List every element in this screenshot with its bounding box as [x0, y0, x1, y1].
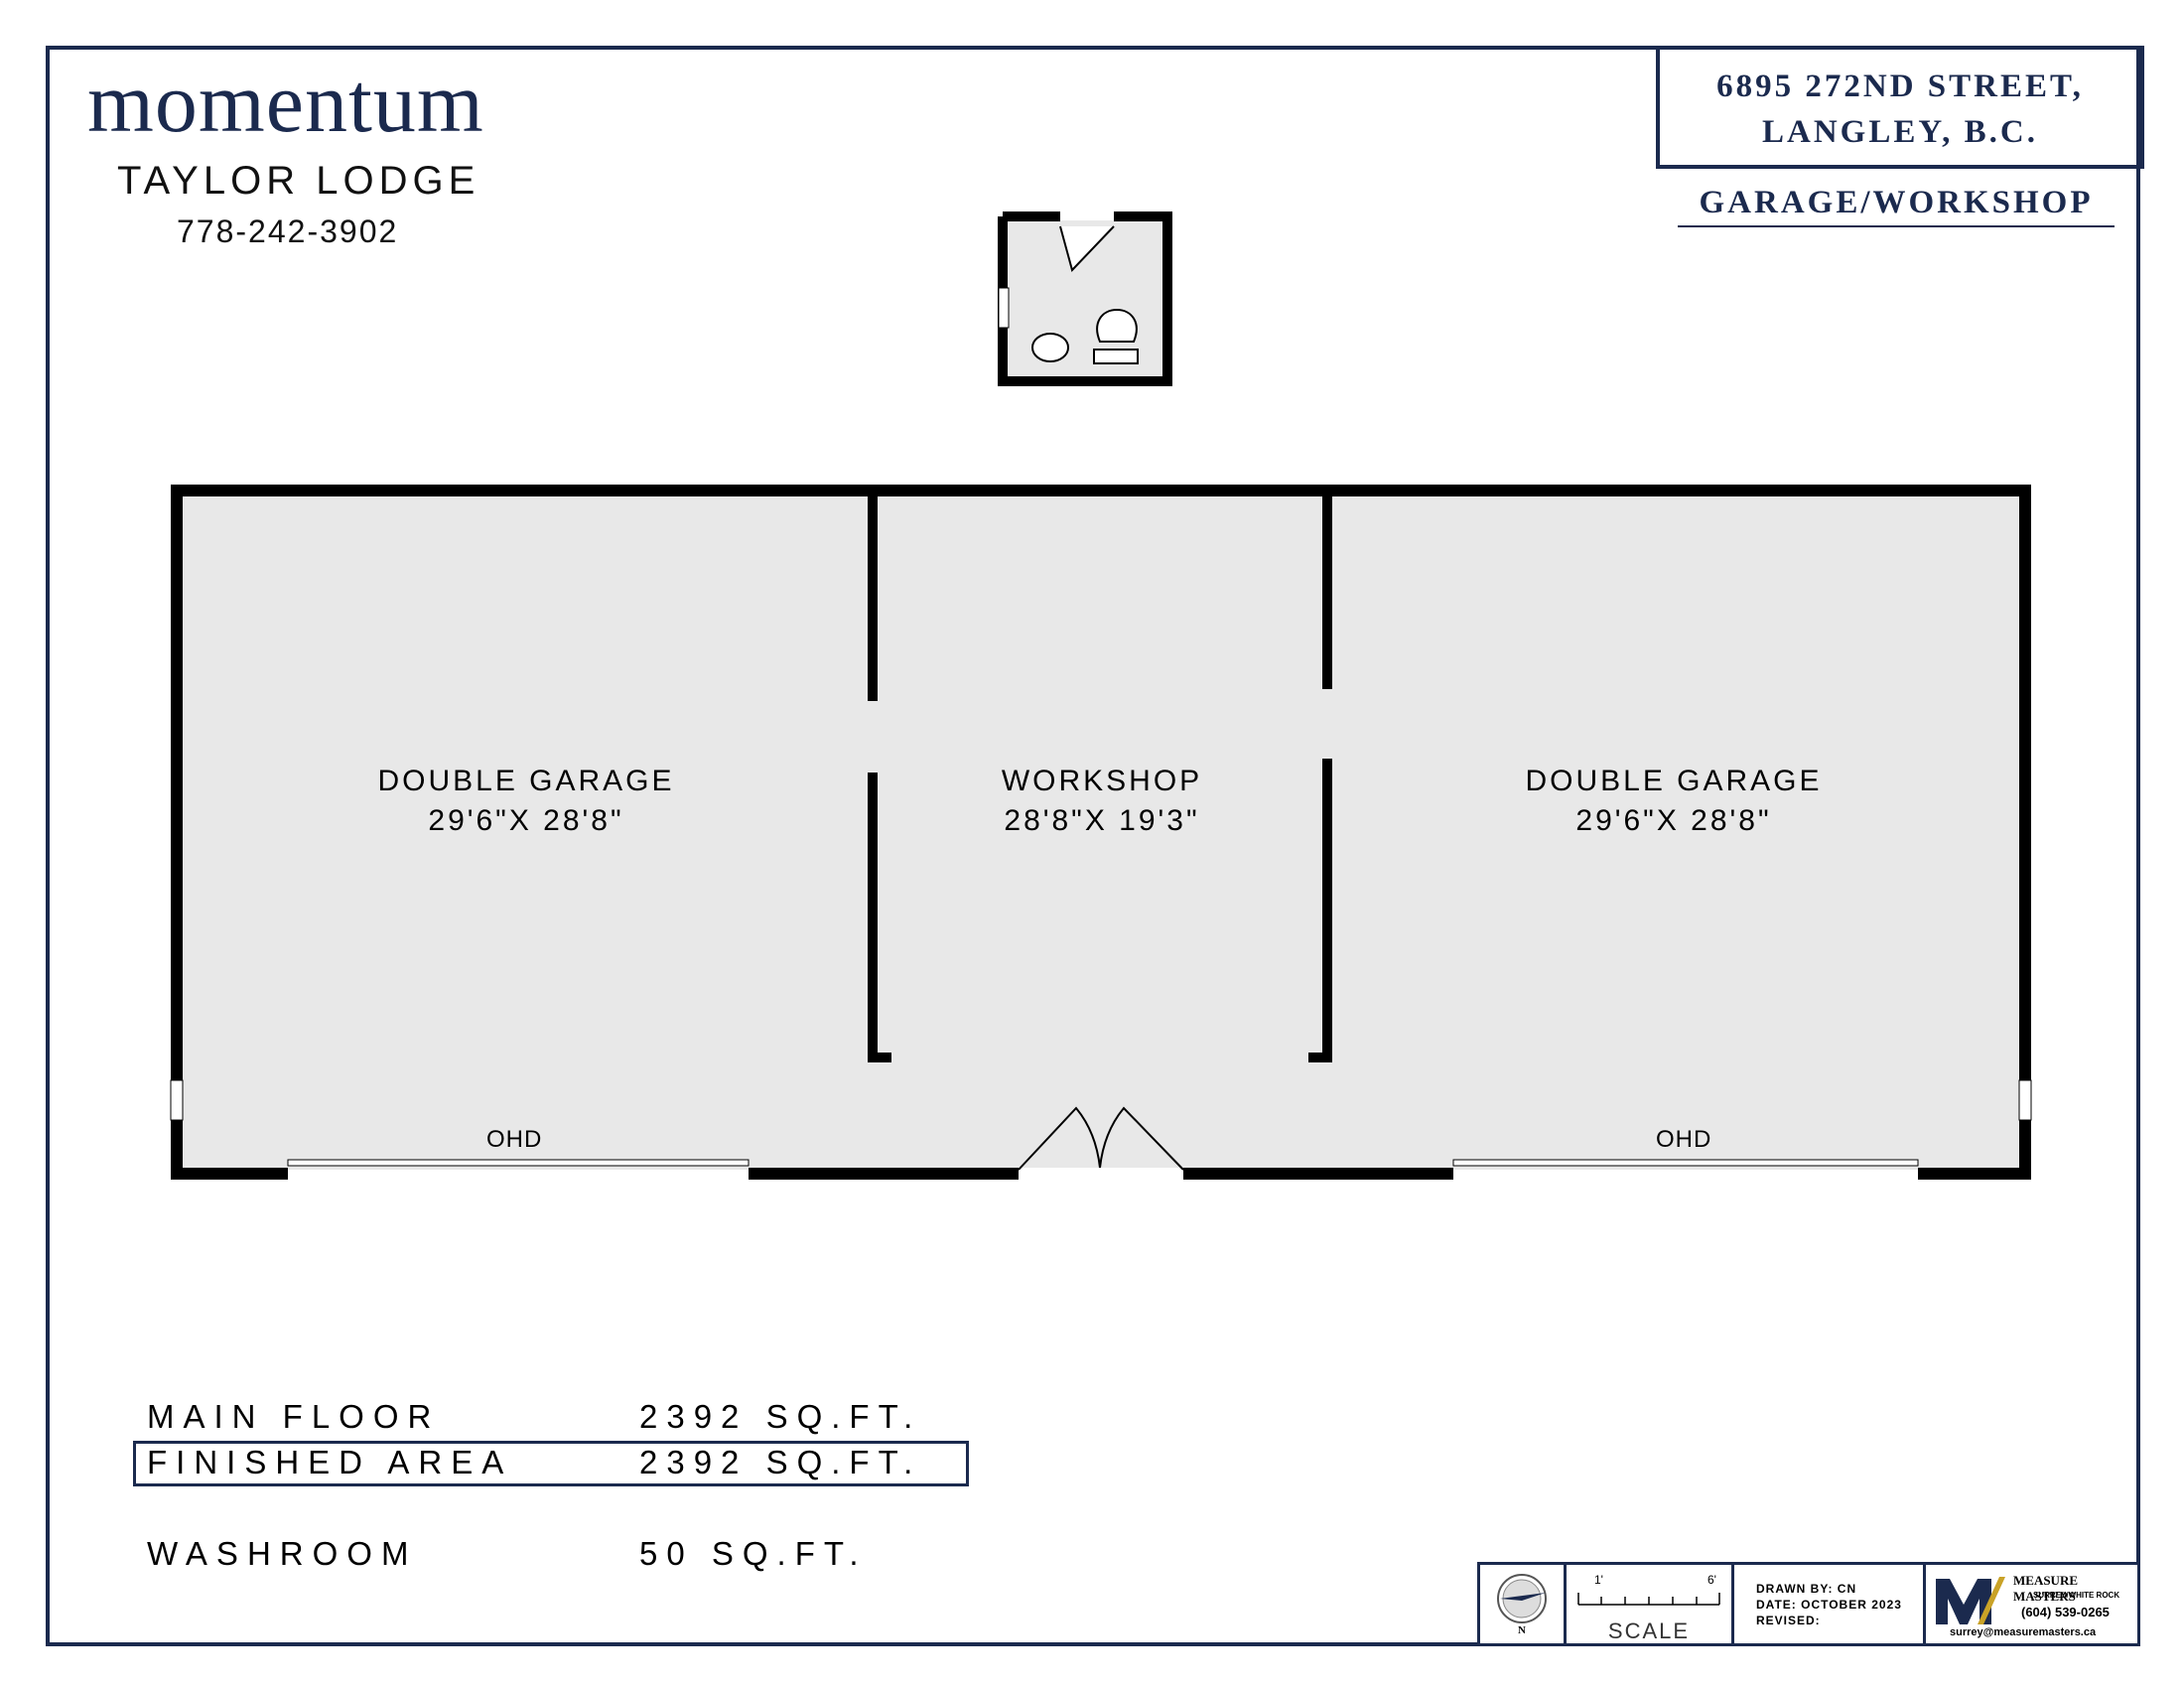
area-value: 50 SQ.FT. — [639, 1535, 868, 1572]
washroom — [998, 211, 1172, 386]
room-dimensions: 29'6"X 28'8" — [1575, 804, 1772, 837]
ohd-label-east: OHD — [1656, 1126, 1712, 1153]
scale-label: SCALE — [1607, 1618, 1691, 1643]
room-label-workshop: WORKSHOP 28'8"X 19'3" — [903, 765, 1300, 838]
address-box: 6895 272ND STREET, LANGLEY, B.C. — [1656, 46, 2144, 169]
washroom-door-icon — [1059, 225, 1115, 272]
company-name: MEASURE MASTERS — [2013, 1573, 2079, 1604]
room-label-garage-west: DOUBLE GARAGE 29'6"X 28'8" — [328, 765, 725, 838]
room-name: DOUBLE GARAGE — [1525, 765, 1823, 797]
north-arrow-icon — [1497, 1574, 1547, 1623]
scale-cell: 1' 6' SCALE — [1564, 1562, 1734, 1646]
washroom-window-icon — [998, 287, 1010, 329]
interior-walls — [868, 491, 1332, 1062]
north-label: N — [1518, 1624, 1526, 1636]
sink-icon — [1031, 333, 1069, 362]
area-row-washroom: WASHROOM 50 SQ.FT. — [147, 1535, 859, 1573]
measure-masters-logo — [1936, 1577, 2005, 1624]
scale-end: 6' — [1707, 1573, 1716, 1587]
area-label: MAIN FLOOR — [147, 1398, 441, 1435]
area-value: 2392 SQ.FT. — [639, 1398, 922, 1435]
agent-name: TAYLOR LODGE — [117, 159, 480, 203]
toilet-icon — [1096, 308, 1138, 343]
company-phone: (604) 539-0265 — [2021, 1605, 2110, 1619]
area-label: FINISHED AREA — [147, 1444, 513, 1480]
room-dimensions: 28'8"X 19'3" — [1004, 804, 1200, 837]
page-border — [46, 46, 2140, 1646]
company-cell: MEASURE MASTERS SURREY/WHITE ROCK (604) … — [1923, 1562, 2140, 1646]
drawn-by: DRAWN BY: CN — [1756, 1582, 1857, 1596]
address-line-1: 6895 272ND STREET, — [1716, 69, 2084, 104]
room-dimensions: 29'6"X 28'8" — [428, 804, 624, 837]
scale-start: 1' — [1594, 1573, 1603, 1587]
drawing-info-cell: DRAWN BY: CN DATE: OCTOBER 2023 REVISED: — [1731, 1562, 1926, 1646]
revised: REVISED: — [1756, 1614, 1821, 1627]
room-name: WORKSHOP — [1001, 765, 1203, 797]
room-label-garage-east: DOUBLE GARAGE 29'6"X 28'8" — [1475, 765, 1872, 838]
scale-bar-icon — [1577, 1593, 1720, 1606]
company-email: surrey@measuremasters.ca — [1950, 1626, 2097, 1638]
area-row-main-floor: MAIN FLOOR 2392 SQ.FT. — [147, 1398, 912, 1436]
double-entry-door-icon — [1018, 1106, 1184, 1180]
finished-area-box — [133, 1441, 969, 1486]
address-line-2: LANGLEY, B.C. — [1761, 114, 2038, 150]
window-west-icon — [170, 1079, 184, 1121]
ohd-label-west: OHD — [486, 1126, 543, 1153]
drawing-date: DATE: OCTOBER 2023 — [1756, 1598, 1902, 1612]
overhead-door-east-icon — [1452, 1159, 1919, 1167]
agent-phone: 778-242-3902 — [177, 213, 399, 249]
company-area: SURREY/WHITE ROCK — [2033, 1591, 2120, 1600]
plan-type-title: GARAGE/WORKSHOP — [1678, 185, 2115, 227]
area-label: WASHROOM — [147, 1535, 418, 1572]
main-floor-area — [177, 491, 2025, 1170]
area-row-finished: FINISHED AREA 2392 SQ.FT. — [147, 1444, 912, 1481]
overhead-door-west-icon — [287, 1159, 750, 1167]
area-value: 2392 SQ.FT. — [639, 1444, 922, 1480]
exterior-walls — [171, 485, 2031, 1180]
north-arrow-cell: N — [1477, 1562, 1567, 1646]
brand-logo: momentum — [87, 55, 484, 150]
window-east-icon — [2018, 1079, 2032, 1121]
room-name: DOUBLE GARAGE — [377, 765, 675, 797]
